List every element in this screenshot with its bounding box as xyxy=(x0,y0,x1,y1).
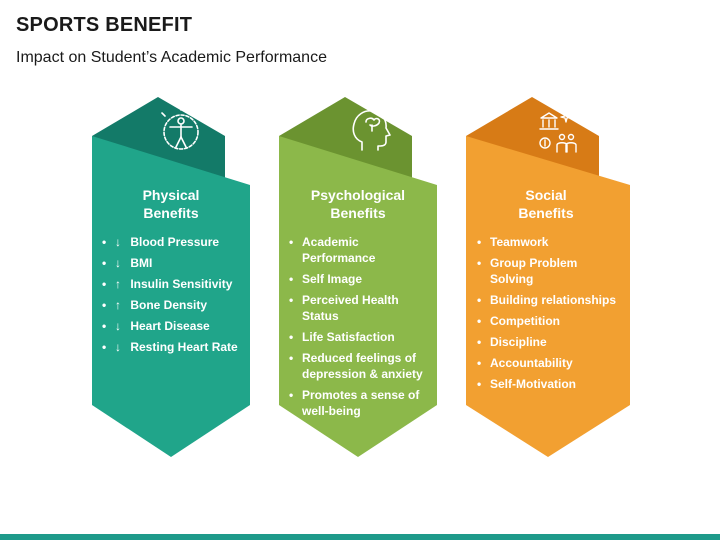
bottom-accent-bar xyxy=(0,534,720,540)
list-item: Self Image xyxy=(289,271,425,287)
list-item: Accountability xyxy=(477,355,631,371)
social-benefits-list: Teamwork Group Problem Solving Building … xyxy=(461,234,631,392)
list-item: ↓ Heart Disease xyxy=(102,318,256,334)
page-subtitle: Impact on Student’s Academic Performance xyxy=(16,49,327,66)
physical-benefits-title: Physical Benefits xyxy=(142,187,200,221)
psychological-benefits-title: Psychological Benefits xyxy=(310,187,406,221)
arrow-icon: ↓ xyxy=(115,319,121,333)
head-mind-icon xyxy=(352,110,391,151)
arrow-icon: ↑ xyxy=(115,277,121,291)
psychological-benefits-list: Academic Performance Self Image Perceive… xyxy=(273,234,443,419)
list-item: Academic Performance xyxy=(289,234,402,266)
list-item: ↓ Resting Heart Rate xyxy=(102,339,256,355)
list-item: Life Satisfaction xyxy=(289,329,425,345)
list-item: Building relationships xyxy=(477,292,631,308)
list-item: Discipline xyxy=(477,334,631,350)
list-item: Self-Motivation xyxy=(477,376,631,392)
list-item: ↓ Blood Pressure xyxy=(102,234,256,250)
list-item: ↓ BMI xyxy=(102,255,256,271)
arrow-icon: ↑ xyxy=(115,298,121,312)
list-item: Perceived Health Status xyxy=(289,292,412,324)
arrow-icon: ↓ xyxy=(115,235,121,249)
social-benefits-title: Social Benefits xyxy=(518,187,574,221)
arrow-icon: ↓ xyxy=(115,256,121,270)
list-item: ↑ Insulin Sensitivity xyxy=(102,276,256,292)
social-benefits-column: Social Benefits Teamwork Group Problem S… xyxy=(461,186,631,397)
community-bank-icon xyxy=(539,111,577,153)
human-body-icon xyxy=(161,105,201,150)
list-item: Reduced feelings of depression & anxiety xyxy=(289,350,432,382)
list-item: Group Problem Solving xyxy=(477,255,590,287)
arrow-icon: ↓ xyxy=(115,340,121,354)
list-item: Competition xyxy=(477,313,631,329)
physical-benefits-column: Physical Benefits ↓ Blood Pressure ↓ BMI… xyxy=(86,186,256,360)
psychological-benefits-column: Psychological Benefits Academic Performa… xyxy=(273,186,443,424)
list-item: ↑ Bone Density xyxy=(102,297,256,313)
list-item: Promotes a sense of well-being xyxy=(289,387,427,419)
page-title: SPORTS BENEFIT xyxy=(16,14,193,36)
list-item: Teamwork xyxy=(477,234,631,250)
physical-benefits-list: ↓ Blood Pressure ↓ BMI ↑ Insulin Sensiti… xyxy=(86,234,256,355)
